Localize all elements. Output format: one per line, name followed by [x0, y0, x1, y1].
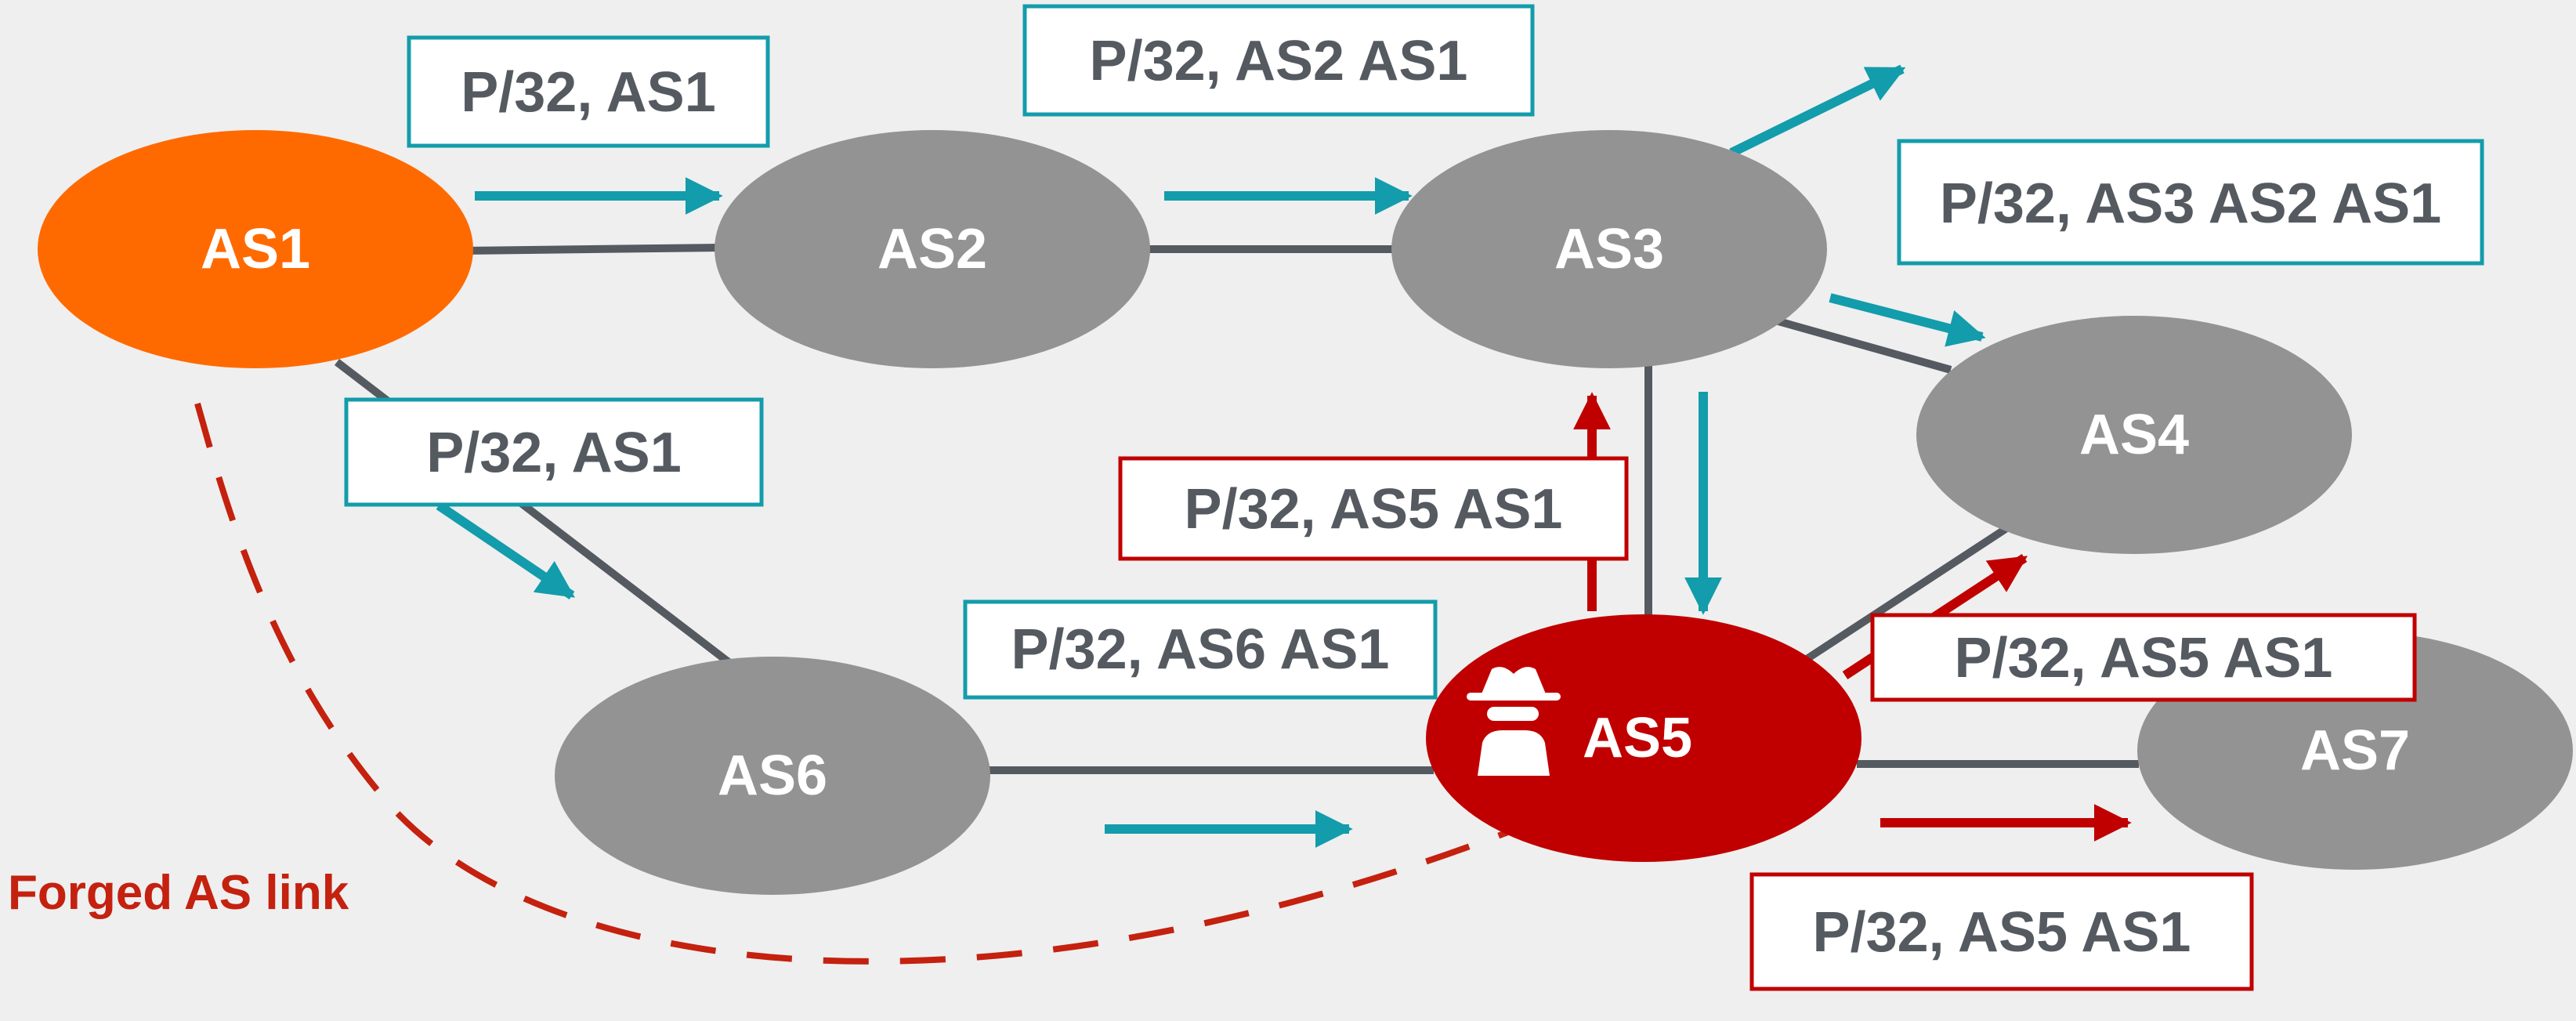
as4-node: AS4 — [1916, 316, 2352, 554]
announcement-label-as3-to-as4: P/32, AS3 AS2 AS1 — [1897, 139, 2484, 266]
announcement-text: P/32, AS1 — [461, 61, 716, 124]
as6-label: AS6 — [718, 744, 827, 807]
forged-link-label: Forged AS link — [8, 866, 349, 920]
as3-node: AS3 — [1391, 130, 1827, 368]
as3-label: AS3 — [1554, 218, 1664, 281]
as1-node: AS1 — [38, 130, 473, 368]
announcement-text: P/32, AS5 AS1 — [1185, 478, 1563, 541]
as1-label: AS1 — [201, 218, 310, 281]
link-as4-as5 — [1800, 525, 2008, 666]
as5-label: AS5 — [1583, 707, 1692, 769]
announcement-text: P/32, AS5 AS1 — [1955, 627, 2333, 690]
announcement-label-as1-to-as6: P/32, AS1 — [344, 397, 764, 507]
announcement-label-as1-to-as2: P/32, AS1 — [407, 35, 770, 148]
as2-label: AS2 — [877, 218, 987, 281]
announcement-text: P/32, AS3 AS2 AS1 — [1940, 172, 2441, 235]
announcement-label-as5-to-as7: P/32, AS5 AS1 — [1749, 872, 2254, 991]
as6-node: AS6 — [555, 657, 990, 895]
arrow-as3-to-as4 — [1829, 293, 1986, 347]
link-as3-as4 — [1777, 317, 1952, 374]
announcement-text: P/32, AS6 AS1 — [1011, 618, 1390, 681]
announcement-label-as2-to-as3: P/32, AS2 AS1 — [1022, 4, 1535, 117]
spy-icon — [1467, 667, 1561, 776]
arrow-as3-up — [1729, 64, 1906, 157]
forged-as-link — [194, 402, 1514, 965]
as7-label: AS7 — [2300, 719, 2410, 782]
announcement-text: P/32, AS1 — [426, 422, 682, 484]
as5-node: AS5 — [1426, 614, 1861, 862]
announcement-text: P/32, AS5 AS1 — [1813, 901, 2191, 964]
announcement-label-as5-to-as4: P/32, AS5 AS1 — [1870, 613, 2417, 702]
as2-node: AS2 — [715, 130, 1150, 368]
announcement-label-as6-to-as5: P/32, AS6 AS1 — [963, 599, 1438, 700]
topology-links — [334, 244, 2139, 774]
announcement-label-as5-to-as3: P/32, AS5 AS1 — [1118, 456, 1629, 561]
link-as1-as2 — [461, 244, 722, 255]
as4-label: AS4 — [2079, 404, 2189, 466]
arrow-as1-to-as6 — [436, 501, 575, 599]
announcement-text: P/32, AS2 AS1 — [1090, 30, 1468, 92]
